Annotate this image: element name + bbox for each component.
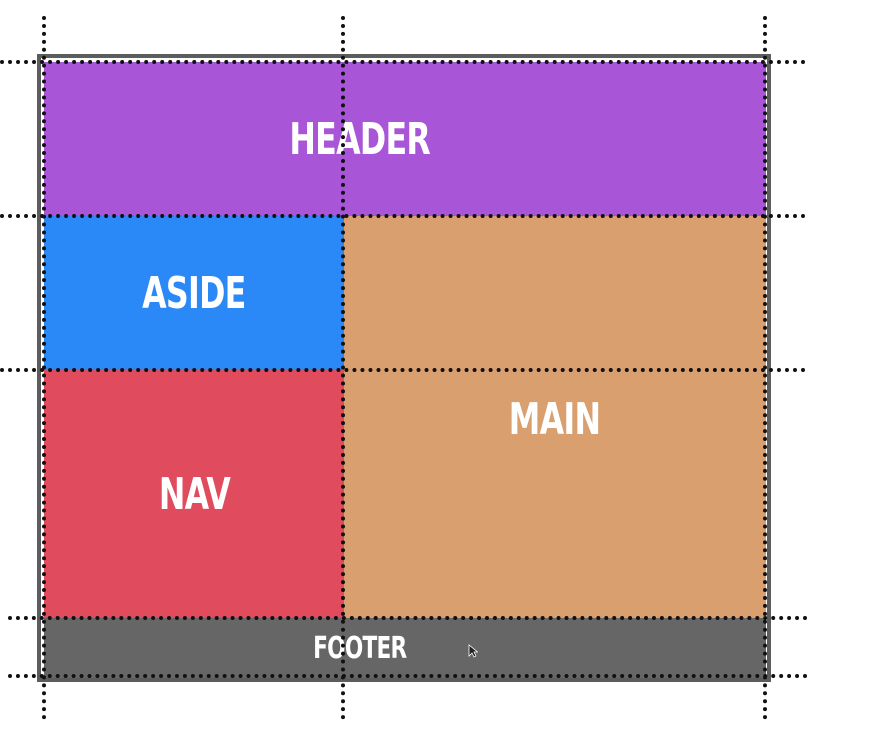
nav-label: NAV (158, 468, 230, 520)
main-label: MAIN (509, 394, 601, 445)
footer-label: FOOTER (313, 630, 407, 666)
aside-label: ASIDE (142, 267, 246, 319)
mouse-pointer-icon (468, 644, 478, 658)
nav-area: NAV (44, 370, 344, 618)
main-area: MAIN (344, 216, 766, 618)
header-label: HEADER (289, 113, 431, 165)
footer-area: FOOTER (44, 618, 766, 678)
header-area: HEADER (44, 62, 766, 216)
aside-area: ASIDE (44, 216, 344, 370)
